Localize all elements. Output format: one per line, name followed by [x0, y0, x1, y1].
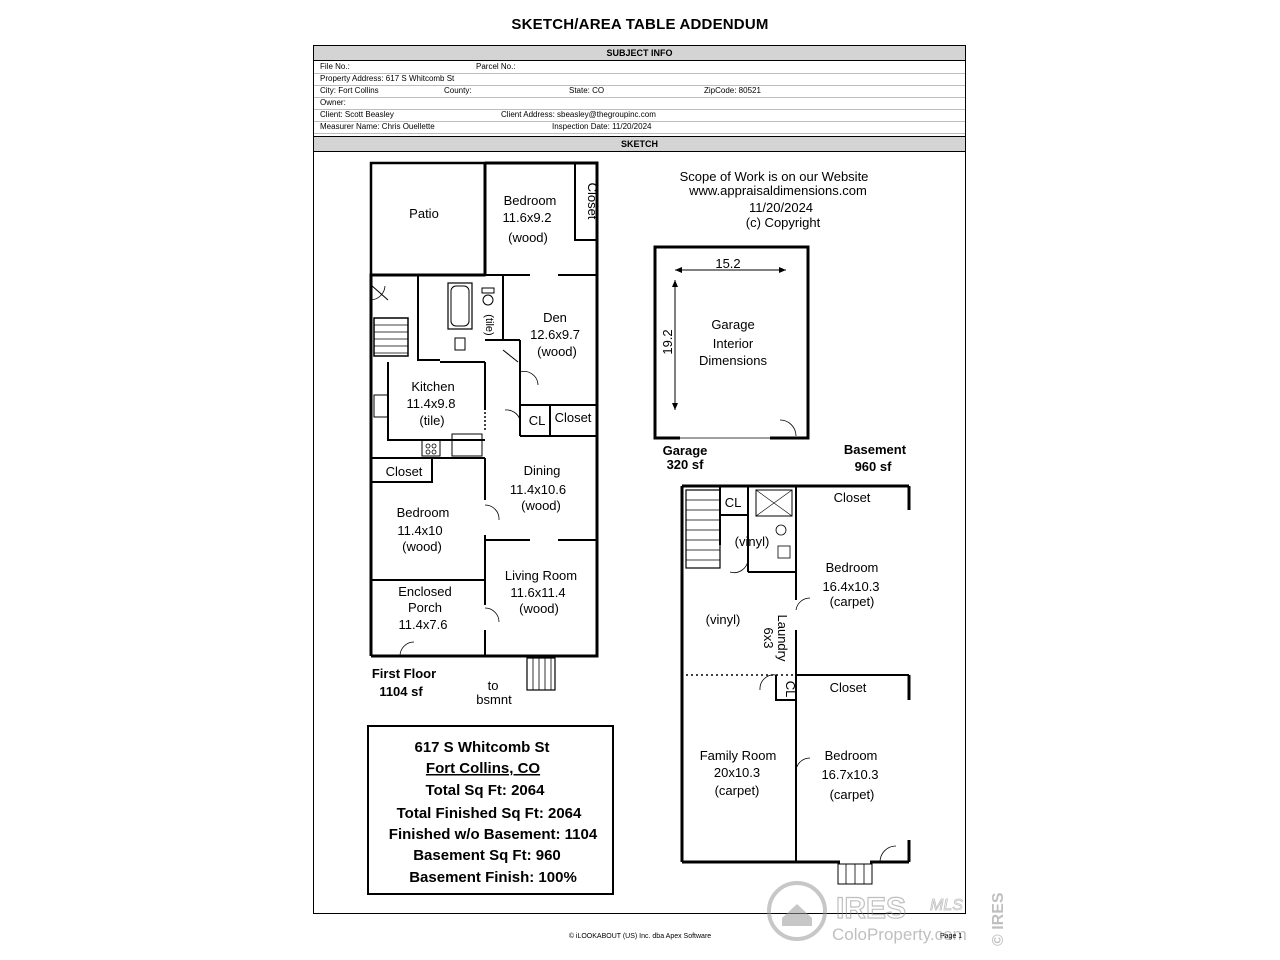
garage-label-2: Interior — [713, 336, 754, 351]
info-row-file: File No.: Parcel No.: — [314, 61, 965, 74]
scope-line-4: (c) Copyright — [746, 215, 821, 230]
file-no: File No.: — [320, 62, 350, 71]
garage-depth: 19.2 — [660, 329, 675, 354]
room-bedroom1-dim: 11.6x9.2 — [503, 210, 552, 225]
basement-family-dim: 20x10.3 — [714, 765, 760, 780]
city: City: Fort Collins — [320, 86, 379, 95]
room-bedroom2-dim: 11.4x10 — [397, 523, 442, 538]
room-porch-dim: 11.4x7.6 — [399, 617, 448, 632]
zipcode: ZipCode: 80521 — [704, 86, 761, 95]
room-den-closet: Closet — [555, 410, 592, 425]
watermark-side: © IRES — [990, 892, 1007, 946]
info-row-city: City: Fort Collins County: State: CO Zip… — [314, 85, 965, 98]
room-bedroom2-closet: Closet — [386, 464, 423, 479]
inspection-date: Inspection Date: 11/20/2024 — [552, 122, 652, 131]
room-den-cl: CL — [529, 413, 546, 428]
room-porch-name1: Enclosed — [398, 584, 451, 599]
basement-laundry-name: Laundry — [775, 615, 790, 662]
garage-label-1: Garage — [711, 317, 754, 332]
sketch-header: SKETCH — [314, 136, 965, 152]
ires-mls: MLS — [930, 897, 963, 914]
summary-basement-finish: Basement Finish: 100% — [409, 869, 577, 886]
client: Client: Scott Beasley — [320, 110, 394, 119]
basement-vinyl: (vinyl) — [706, 612, 741, 627]
first-floor-area: 1104 sf — [379, 684, 423, 699]
footer-copyright: © iLOOKABOUT (US) Inc. dba Apex Software — [568, 933, 712, 940]
room-patio: Patio — [409, 206, 439, 221]
room-living-floor: (wood) — [519, 601, 559, 616]
basement-caption: Basement — [844, 442, 907, 457]
basement-bedroom2-floor: (carpet) — [830, 787, 875, 802]
room-dining-floor: (wood) — [521, 498, 561, 513]
basement-bedroom1-name: Bedroom — [826, 560, 879, 575]
basement-family-floor: (carpet) — [715, 783, 760, 798]
room-den-floor: (wood) — [537, 344, 577, 359]
owner: Owner: — [320, 98, 346, 107]
client-address: Client Address: sbeasley@thegroupinc.com — [501, 110, 656, 119]
ires-brand: IRES — [836, 892, 906, 925]
scope-line-3: 11/20/2024 — [749, 200, 813, 215]
garage-area: 320 sf — [667, 457, 705, 472]
garage-width: 15.2 — [715, 256, 740, 271]
room-den-dim: 12.6x9.7 — [530, 327, 580, 342]
room-dining-dim: 11.4x10.6 — [510, 482, 566, 497]
basement-bedroom2-dim: 16.7x10.3 — [821, 767, 878, 782]
addendum-frame: SUBJECT INFO File No.: Parcel No.: Prope… — [313, 45, 966, 914]
page-title: SKETCH/AREA TABLE ADDENDUM — [511, 16, 769, 33]
first-floor-label: First Floor — [372, 666, 436, 681]
scope-line-1: Scope of Work is on our Website — [680, 169, 869, 184]
page-number: Page 1 — [940, 933, 963, 940]
room-kitchen-name: Kitchen — [411, 379, 454, 394]
subject-info-header: SUBJECT INFO — [314, 46, 965, 61]
room-living-dim: 11.6x11.4 — [510, 585, 565, 600]
room-den-name: Den — [543, 310, 567, 325]
garage-caption: Garage — [663, 443, 708, 458]
basement-bedroom1-dim: 16.4x10.3 — [822, 579, 879, 594]
ires-watermark: IRES MLS ColoProperty.com © IRES — [767, 881, 1007, 946]
scope-line-2: www.appraisaldimensions.com — [688, 183, 867, 198]
room-kitchen-dim: 11.4x9.8 — [407, 396, 456, 411]
room-closet-top: Closet — [585, 183, 600, 220]
basement-family-name: Family Room — [700, 748, 777, 763]
basement-bedroom2-name: Bedroom — [825, 748, 878, 763]
basement-cl2: CL — [783, 681, 798, 698]
garage-label-3: Dimensions — [699, 353, 767, 368]
basement-area: 960 sf — [855, 459, 893, 474]
room-porch-name2: Porch — [408, 600, 442, 615]
summary-city: Fort Collins, CO — [426, 760, 540, 777]
ires-logo-icon — [767, 881, 827, 941]
basement-closet2: Closet — [830, 680, 867, 695]
basement-bedroom1-floor: (carpet) — [830, 594, 875, 609]
room-living-name: Living Room — [505, 568, 577, 583]
summary-basement: Basement Sq Ft: 960 — [413, 847, 561, 864]
basement-cl1: CL — [725, 495, 742, 510]
county: County: — [444, 86, 472, 95]
info-row-client: Client: Scott Beasley Client Address: sb… — [314, 109, 965, 122]
room-bedroom1-name: Bedroom — [504, 193, 557, 208]
to-bsmnt-1: to — [488, 678, 499, 693]
room-bedroom2-floor: (wood) — [402, 539, 442, 554]
summary-total: Total Sq Ft: 2064 — [426, 782, 546, 799]
measurer: Measurer Name: Chris Ouellette — [320, 122, 435, 131]
summary-address: 617 S Whitcomb St — [414, 739, 549, 756]
info-row-address: Property Address: 617 S Whitcomb St — [314, 73, 965, 86]
watermark-site: ColoProperty.com — [832, 925, 967, 944]
room-bath-floor: (tile) — [483, 314, 495, 335]
summary-finished-wo-basement: Finished w/o Basement: 1104 — [389, 826, 598, 843]
state: State: CO — [569, 86, 605, 95]
info-row-measurer: Measurer Name: Chris Ouellette Inspectio… — [314, 121, 965, 134]
basement-bath-floor: (vinyl) — [735, 534, 770, 549]
summary-finished: Total Finished Sq Ft: 2064 — [397, 805, 582, 822]
to-bsmnt-2: bsmnt — [476, 692, 512, 707]
room-kitchen-floor: (tile) — [419, 413, 444, 428]
parcel-no: Parcel No.: — [476, 62, 516, 71]
room-dining-name: Dining — [524, 463, 561, 478]
room-bedroom2-name: Bedroom — [397, 505, 450, 520]
room-bedroom1-floor: (wood) — [508, 230, 548, 245]
property-address: Property Address: 617 S Whitcomb St — [320, 74, 455, 83]
info-row-owner: Owner: — [314, 97, 965, 110]
basement-laundry-dim: 6x3 — [761, 628, 776, 649]
basement-closet1: Closet — [834, 490, 871, 505]
